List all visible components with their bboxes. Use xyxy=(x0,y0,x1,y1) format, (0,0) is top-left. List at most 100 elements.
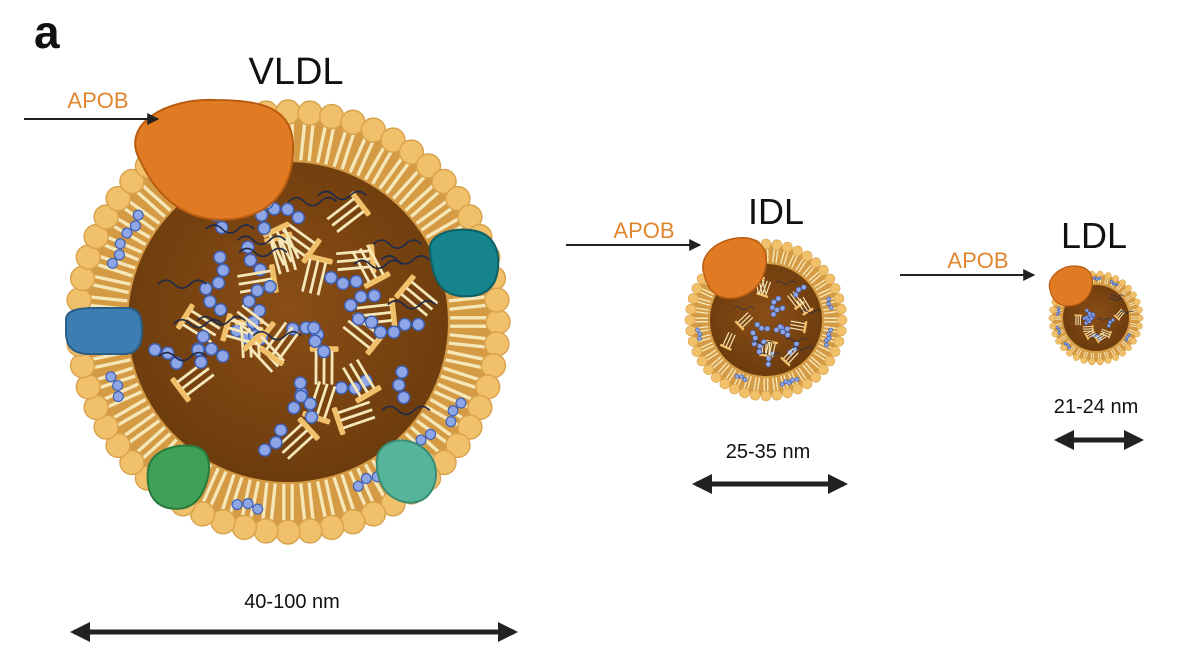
lipid-head xyxy=(485,309,511,335)
fatty-chain xyxy=(353,259,403,270)
ldl-core-contents xyxy=(1074,294,1134,344)
cholesterol-ring xyxy=(769,295,782,311)
cholesterol-ring xyxy=(770,305,786,318)
fatty-chain xyxy=(381,405,431,416)
lipid-head xyxy=(836,314,848,326)
fatty-chain xyxy=(759,352,781,357)
lipid-head xyxy=(687,293,699,304)
fatty-chain xyxy=(252,330,302,341)
lipid-head xyxy=(792,383,803,395)
lipid-head xyxy=(810,372,822,383)
lipid-head xyxy=(1104,356,1112,364)
lipid-head xyxy=(105,185,131,212)
lipid-head xyxy=(691,346,703,357)
lipid-head xyxy=(801,250,813,262)
lipid-head xyxy=(833,293,845,304)
lipid-head xyxy=(696,355,708,367)
cholesterol-ring xyxy=(786,377,800,386)
fatty-chain xyxy=(372,239,422,249)
lipid-head xyxy=(1129,337,1137,345)
lipid-head xyxy=(685,325,697,337)
lipid-head xyxy=(415,153,442,179)
vldl-protein-mint xyxy=(375,439,437,504)
fatty-chain xyxy=(196,315,246,326)
lipid-head xyxy=(1049,322,1057,330)
lipid-head xyxy=(1104,272,1112,280)
fatty-chain xyxy=(1109,297,1123,301)
cholesterol-ring xyxy=(1109,280,1119,287)
lipid-head xyxy=(1048,314,1056,322)
fatty-chain xyxy=(238,247,288,258)
lipid-head xyxy=(710,372,722,383)
lipid-head xyxy=(1060,344,1067,352)
cholesterol-ring xyxy=(387,317,426,339)
ldl-size-label: 21-24 nm xyxy=(1054,396,1139,418)
lipid-head xyxy=(1055,337,1063,345)
lipid-head xyxy=(829,283,841,294)
lipid-head xyxy=(703,364,714,376)
lipid-head xyxy=(484,287,510,313)
lipid-head xyxy=(1112,275,1120,283)
lipid-head xyxy=(685,303,697,315)
lipid-head xyxy=(687,336,699,347)
cholesterol-ring xyxy=(231,498,264,515)
lipid-head xyxy=(782,241,793,253)
vldl-title: VLDL xyxy=(248,51,343,93)
lipid-head xyxy=(691,283,703,294)
lipid-head xyxy=(1049,306,1057,314)
cholesterol-ring xyxy=(267,202,305,225)
idl-particle xyxy=(684,237,848,402)
cholesterol-ring xyxy=(1055,307,1061,316)
lipid-head xyxy=(835,303,847,315)
lipid-head xyxy=(119,168,145,195)
lipid-head xyxy=(684,314,696,326)
triglyceride xyxy=(719,331,736,351)
cholesterol-ring xyxy=(199,281,228,317)
ldl-apob-label: APOB xyxy=(947,248,1008,273)
lipid-head xyxy=(835,325,847,337)
idl-apob-protein xyxy=(702,237,767,299)
cholesterol-ring xyxy=(343,288,382,313)
cholesterol-ring xyxy=(826,296,834,310)
lipid-head xyxy=(833,336,845,347)
panel-label: a xyxy=(34,6,60,58)
cholesterol-ring xyxy=(754,321,771,332)
fatty-chain xyxy=(800,309,822,314)
cholesterol-ring xyxy=(445,397,467,428)
vldl-core-contents xyxy=(148,190,439,460)
idl-size-label: 25-35 nm xyxy=(726,441,811,463)
lipid-head xyxy=(818,364,829,376)
lipid-head xyxy=(1080,356,1088,364)
triglyceride xyxy=(1113,308,1126,321)
cholesterol-ring xyxy=(1092,276,1102,281)
cholesterol-ring xyxy=(1084,308,1095,317)
fatty-chain xyxy=(786,338,808,343)
triglyceride xyxy=(780,347,799,367)
cholesterol-ring xyxy=(695,327,703,341)
vldl-protein-green xyxy=(146,444,210,510)
lipid-head xyxy=(1119,279,1126,287)
lipid-head xyxy=(818,264,829,276)
lipid-head xyxy=(93,204,119,230)
lipid-head xyxy=(1096,358,1104,366)
cholesterol-ring xyxy=(756,339,767,355)
lipid-head xyxy=(1125,284,1132,292)
cholesterol-ring xyxy=(792,284,807,298)
cholesterol-ring xyxy=(324,270,363,291)
ldl-apob-protein xyxy=(1048,265,1093,307)
lipid-head xyxy=(719,378,731,390)
lipid-head xyxy=(340,509,366,535)
fatty-chain xyxy=(287,196,338,207)
lipid-head xyxy=(1133,330,1141,338)
idl-core-contents xyxy=(719,276,822,368)
lipid-head xyxy=(810,257,822,268)
lipid-head xyxy=(829,346,841,357)
lipid-head xyxy=(445,432,471,459)
triglyceride xyxy=(258,321,301,367)
lipid-head xyxy=(69,352,96,379)
cholesterol-ring xyxy=(105,371,124,403)
fatty-chain xyxy=(1096,317,1111,321)
fatty-chain xyxy=(791,346,813,351)
triglyceride xyxy=(789,320,808,334)
lipid-head xyxy=(105,432,131,459)
